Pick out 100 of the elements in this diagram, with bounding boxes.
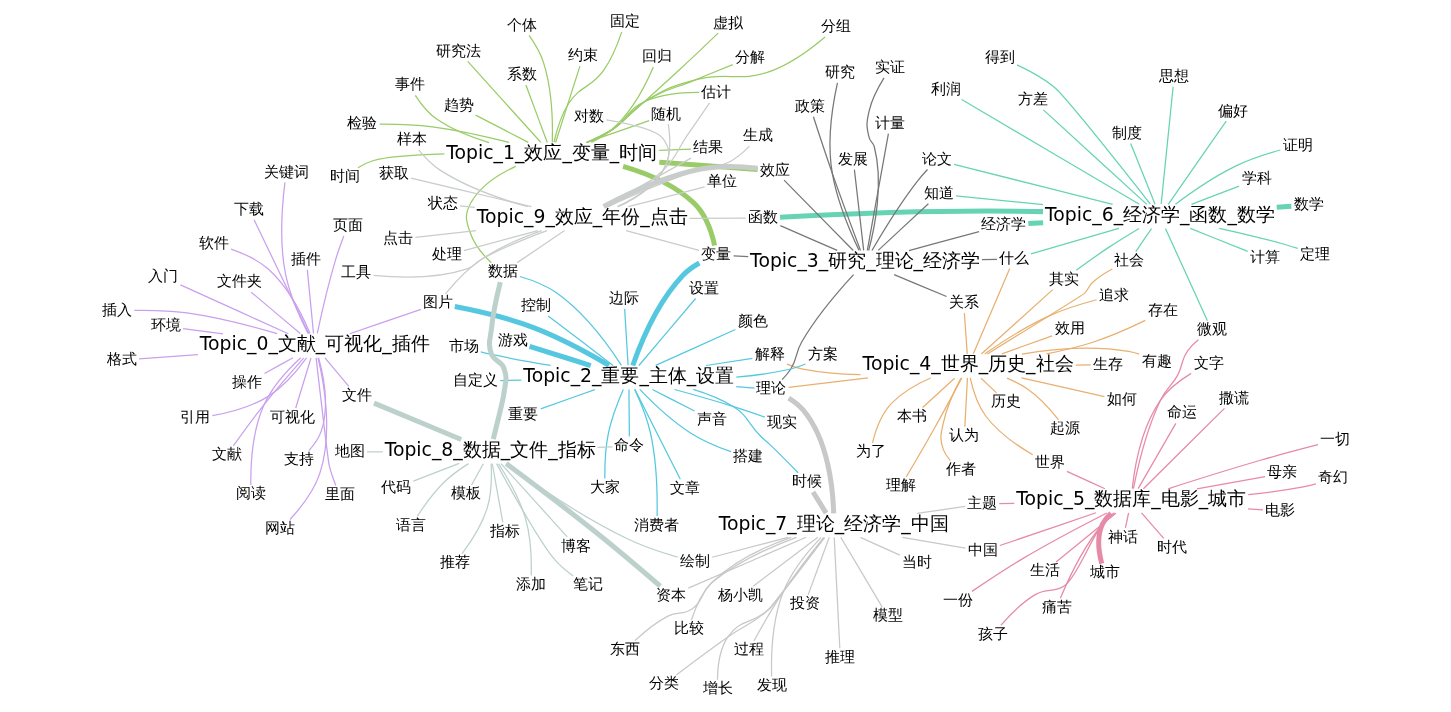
connector bbox=[972, 267, 1010, 355]
connector bbox=[1174, 149, 1281, 205]
connector bbox=[288, 357, 327, 521]
node-text: 环境 bbox=[150, 316, 181, 335]
node-text: 模型 bbox=[872, 606, 903, 625]
connector bbox=[462, 229, 539, 252]
connector bbox=[752, 537, 824, 642]
node-text: 代码 bbox=[380, 477, 411, 496]
connector bbox=[812, 116, 861, 252]
node-text: 添加 bbox=[515, 574, 546, 593]
connector bbox=[633, 388, 681, 480]
connector bbox=[1027, 220, 1043, 226]
node-text: 现实 bbox=[766, 413, 797, 432]
node-text: 数学 bbox=[1293, 194, 1324, 213]
connector bbox=[785, 363, 861, 376]
connector bbox=[372, 400, 462, 442]
node-text: 发现 bbox=[756, 676, 787, 695]
node-text: 系数 bbox=[506, 65, 537, 84]
node-text: 投资 bbox=[789, 594, 820, 613]
connector bbox=[585, 91, 700, 144]
node-text: 引用 bbox=[179, 408, 210, 427]
node-text: 声音 bbox=[696, 409, 727, 428]
connector bbox=[539, 388, 595, 410]
node-text: 地图 bbox=[334, 441, 365, 460]
node-text: 模板 bbox=[450, 484, 481, 503]
connector bbox=[688, 217, 746, 219]
node-text: 偏好 bbox=[1217, 101, 1248, 120]
connector bbox=[315, 357, 336, 487]
connector bbox=[629, 260, 701, 367]
node-text: 利润 bbox=[930, 79, 961, 98]
connector bbox=[552, 31, 622, 143]
connector bbox=[871, 377, 931, 444]
node-text: 消费者 bbox=[633, 515, 679, 534]
connector bbox=[692, 388, 799, 474]
node-text: 命运 bbox=[1166, 403, 1197, 422]
connector bbox=[952, 163, 1113, 205]
connector bbox=[491, 463, 503, 523]
connector bbox=[356, 153, 445, 169]
node-text: 游戏 bbox=[497, 330, 528, 349]
node-text: 获取 bbox=[378, 164, 409, 183]
node-text: 自定义 bbox=[452, 371, 498, 390]
node-text: 追求 bbox=[1098, 285, 1129, 304]
node-text: 市场 bbox=[448, 337, 479, 356]
node-text: 虚拟 bbox=[712, 13, 743, 32]
connector bbox=[673, 388, 765, 418]
connector bbox=[625, 229, 700, 251]
node-text: 存在 bbox=[1147, 301, 1178, 320]
node-text: 奇幻 bbox=[1317, 467, 1348, 486]
connector bbox=[1045, 319, 1146, 355]
connector bbox=[306, 269, 314, 335]
node-text: 随机 bbox=[650, 104, 681, 123]
node-text: Topic_9_效应_年份_点击 bbox=[476, 206, 688, 228]
node-text: 指标 bbox=[489, 521, 520, 540]
node-text: 微观 bbox=[1196, 320, 1227, 339]
node-text: 文件夹 bbox=[216, 272, 262, 291]
connector bbox=[1005, 377, 1059, 421]
connector bbox=[417, 149, 528, 208]
connector bbox=[877, 203, 929, 251]
connector bbox=[601, 164, 758, 209]
node-text: 母亲 bbox=[1266, 463, 1297, 482]
connector bbox=[1167, 120, 1227, 205]
node-text: 语言 bbox=[395, 516, 426, 535]
connector bbox=[627, 388, 630, 438]
node-text: 生存 bbox=[1092, 354, 1123, 373]
connector bbox=[781, 274, 854, 381]
node-text: 世界 bbox=[1034, 453, 1065, 472]
node-text: Topic_4_世界_历史_社会 bbox=[862, 353, 1074, 375]
node-text: 插件 bbox=[290, 249, 321, 268]
connector bbox=[585, 36, 826, 144]
connector bbox=[969, 377, 1033, 456]
node-text: 为了 bbox=[855, 442, 886, 461]
connector bbox=[137, 353, 199, 360]
node-text: Topic_8_数据_文件_指标 bbox=[384, 438, 596, 460]
node-text: 杨小凯 bbox=[717, 585, 763, 604]
connector bbox=[495, 462, 574, 577]
connector bbox=[249, 357, 301, 486]
node-text: 网站 bbox=[264, 518, 295, 537]
connector bbox=[1160, 86, 1174, 205]
connector bbox=[211, 357, 307, 417]
connector bbox=[963, 377, 968, 428]
node-text: 设置 bbox=[688, 278, 719, 297]
node-text: 文章 bbox=[669, 478, 700, 497]
node-text: 数据 bbox=[487, 262, 518, 281]
connector bbox=[828, 82, 860, 251]
connector bbox=[486, 281, 508, 440]
connector bbox=[687, 536, 807, 589]
connector bbox=[1142, 407, 1225, 490]
node-text: 有趣 bbox=[1141, 351, 1172, 370]
connector bbox=[505, 463, 678, 558]
connector bbox=[690, 536, 792, 621]
connector bbox=[584, 120, 650, 144]
connector bbox=[954, 195, 1044, 206]
node-text: 时间 bbox=[329, 167, 360, 186]
node-text: 搭建 bbox=[732, 447, 763, 466]
node-text: 电影 bbox=[1264, 500, 1295, 519]
connector bbox=[621, 164, 717, 247]
node-text: 痛苦 bbox=[1041, 597, 1072, 616]
node-text: 历史 bbox=[990, 392, 1021, 411]
node-text: 生活 bbox=[1029, 561, 1060, 580]
connector bbox=[616, 123, 670, 208]
